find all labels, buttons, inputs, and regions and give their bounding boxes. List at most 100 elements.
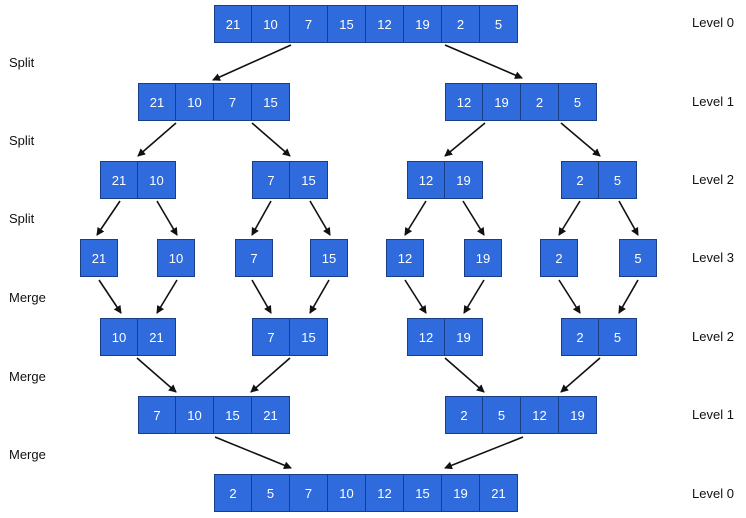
- array-row-merged-level2: 2 5: [561, 318, 637, 356]
- array-row-level2: 12 19: [407, 161, 483, 199]
- array-cell: 21: [138, 83, 176, 121]
- array-cell: 10: [138, 161, 176, 199]
- array-cell: 21: [252, 396, 290, 434]
- arrow: [463, 279, 485, 314]
- step-label-split: Split: [9, 55, 35, 70]
- array-cell: 2: [445, 396, 483, 434]
- array-row-merged-level1-left: 7 10 15 21: [138, 396, 290, 434]
- arrow: [250, 357, 291, 393]
- arrow: [560, 357, 601, 393]
- array-cell: 15: [328, 5, 366, 43]
- array-row-level3: 5: [619, 239, 657, 277]
- array-cell: 12: [445, 83, 483, 121]
- array-cell: 10: [176, 83, 214, 121]
- array-row-level2: 2 5: [561, 161, 637, 199]
- array-cell: 10: [157, 239, 195, 277]
- array-cell: 7: [138, 396, 176, 434]
- array-cell: 2: [214, 474, 252, 512]
- array-cell: 5: [480, 5, 518, 43]
- arrow: [444, 357, 485, 393]
- array-cell: 2: [561, 318, 599, 356]
- array-cell: 7: [252, 318, 290, 356]
- array-row-level2: 7 15: [252, 161, 328, 199]
- arrow: [251, 200, 272, 236]
- array-row-level3: 2: [540, 239, 578, 277]
- step-label-split: Split: [9, 133, 35, 148]
- array-cell: 19: [445, 318, 483, 356]
- array-cell: 2: [521, 83, 559, 121]
- arrow: [156, 200, 178, 236]
- array-cell: 15: [214, 396, 252, 434]
- arrow: [404, 279, 427, 314]
- arrow: [137, 122, 177, 157]
- array-cell: 2: [540, 239, 578, 277]
- array-cell: 15: [310, 239, 348, 277]
- array-cell: 21: [138, 318, 176, 356]
- arrow: [136, 357, 177, 393]
- array-cell: 19: [404, 5, 442, 43]
- array-cell: 19: [559, 396, 597, 434]
- array-row-level3: 21: [80, 239, 118, 277]
- array-row-level3: 12: [386, 239, 424, 277]
- array-cell: 2: [561, 161, 599, 199]
- arrow: [98, 279, 122, 314]
- arrow: [558, 200, 581, 236]
- array-cell: 10: [328, 474, 366, 512]
- level-label: Level 0: [692, 486, 734, 501]
- array-cell: 5: [599, 161, 637, 199]
- array-cell: 2: [442, 5, 480, 43]
- arrow: [404, 200, 427, 236]
- array-row-level2: 21 10: [100, 161, 176, 199]
- level-label: Level 2: [692, 329, 734, 344]
- array-cell: 21: [480, 474, 518, 512]
- array-row-level1-right: 12 19 2 5: [445, 83, 597, 121]
- array-cell: 5: [599, 318, 637, 356]
- array-cell: 15: [252, 83, 290, 121]
- array-cell: 12: [366, 474, 404, 512]
- level-label: Level 2: [692, 172, 734, 187]
- arrow: [212, 44, 292, 81]
- array-cell: 5: [483, 396, 521, 434]
- array-row-merged-level2: 10 21: [100, 318, 176, 356]
- level-label: Level 1: [692, 407, 734, 422]
- array-cell: 12: [366, 5, 404, 43]
- array-cell: 7: [252, 161, 290, 199]
- array-cell: 10: [100, 318, 138, 356]
- array-cell: 5: [619, 239, 657, 277]
- array-cell: 15: [290, 318, 328, 356]
- array-cell: 12: [386, 239, 424, 277]
- arrow: [462, 200, 485, 236]
- step-label-split: Split: [9, 211, 35, 226]
- arrow: [560, 122, 601, 157]
- array-row-merged-level2: 12 19: [407, 318, 483, 356]
- array-row-level1-left: 21 10 7 15: [138, 83, 290, 121]
- array-row-merged-level1-right: 2 5 12 19: [445, 396, 597, 434]
- array-row-sorted-output: 2 5 7 10 12 15 19 21: [214, 474, 518, 512]
- arrow: [309, 200, 331, 236]
- array-row-merged-level2: 7 15: [252, 318, 328, 356]
- array-cell: 21: [100, 161, 138, 199]
- array-row-level3: 19: [464, 239, 502, 277]
- arrow: [309, 279, 330, 314]
- step-label-merge: Merge: [9, 290, 46, 305]
- array-cell: 12: [407, 318, 445, 356]
- level-label: Level 1: [692, 94, 734, 109]
- arrow: [618, 200, 639, 236]
- level-label: Level 3: [692, 250, 734, 265]
- array-row-level0-input: 21 10 7 15 12 19 2 5: [214, 5, 518, 43]
- array-cell: 7: [290, 474, 328, 512]
- array-cell: 19: [464, 239, 502, 277]
- array-cell: 7: [214, 83, 252, 121]
- array-cell: 21: [214, 5, 252, 43]
- arrow: [558, 279, 581, 314]
- arrow: [251, 279, 272, 314]
- array-cell: 19: [442, 474, 480, 512]
- array-cell: 7: [235, 239, 273, 277]
- arrow: [251, 122, 291, 157]
- step-label-merge: Merge: [9, 369, 46, 384]
- array-row-level3: 15: [310, 239, 348, 277]
- array-cell: 5: [252, 474, 290, 512]
- array-cell: 19: [483, 83, 521, 121]
- array-cell: 15: [404, 474, 442, 512]
